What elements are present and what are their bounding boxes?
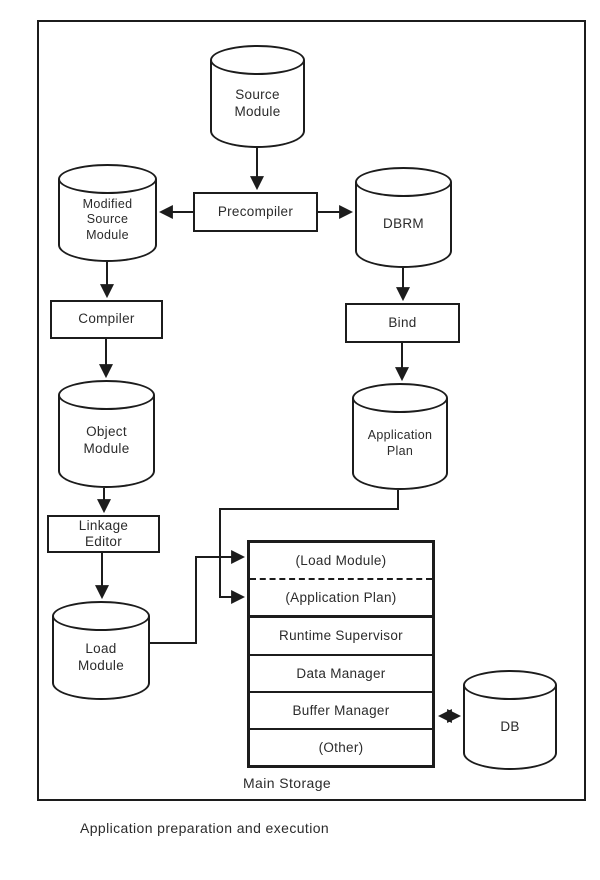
- source-module-label: Source Module: [234, 86, 281, 119]
- db-cylinder: DB: [463, 670, 557, 770]
- dbrm-cylinder: DBRM: [355, 167, 452, 268]
- main-storage-row-load-module: (Load Module): [250, 543, 432, 581]
- cylinder-top-ellipse: [210, 45, 305, 75]
- application-plan-label: Application Plan: [367, 427, 433, 458]
- object-module-cylinder: Object Module: [58, 380, 155, 488]
- linkage-editor-box: Linkage Editor: [47, 515, 160, 553]
- main-storage-box: (Load Module) (Application Plan) Runtime…: [247, 540, 435, 768]
- modified-source-module-cylinder: Modified Source Module: [58, 164, 157, 262]
- db-label: DB: [500, 718, 520, 734]
- compiler-box: Compiler: [50, 300, 163, 339]
- main-storage-label: Main Storage: [243, 775, 332, 791]
- cylinder-body: [58, 395, 155, 488]
- object-module-label: Object Module: [83, 424, 130, 456]
- main-storage-row-application-plan: (Application Plan): [250, 580, 432, 619]
- source-module-cylinder: Source Module: [210, 45, 305, 148]
- dbrm-label: DBRM: [383, 216, 424, 232]
- application-plan-cylinder: Application Plan: [352, 383, 448, 490]
- diagram-caption: Application preparation and execution: [80, 820, 330, 836]
- cylinder-top-ellipse: [52, 601, 150, 631]
- main-storage-row-data-manager: Data Manager: [250, 656, 432, 693]
- precompiler-box: Precompiler: [193, 192, 318, 232]
- diagram-frame: [37, 20, 586, 801]
- cylinder-body: [352, 398, 448, 490]
- cylinder-top-ellipse: [352, 383, 448, 413]
- cylinder-top-ellipse: [58, 164, 157, 194]
- cylinder-top-ellipse: [463, 670, 557, 700]
- modified-source-module-label: Modified Source Module: [82, 196, 133, 242]
- cylinder-top-ellipse: [355, 167, 452, 197]
- load-module-label: Load Module: [77, 640, 125, 673]
- main-storage-row-buffer-manager: Buffer Manager: [250, 693, 432, 730]
- cylinder-top-ellipse: [58, 380, 155, 410]
- bind-box: Bind: [345, 303, 460, 343]
- main-storage-row-other: (Other): [318, 739, 364, 755]
- main-storage-row-runtime-supervisor: Runtime Supervisor: [250, 618, 432, 656]
- load-module-cylinder: Load Module: [52, 601, 150, 700]
